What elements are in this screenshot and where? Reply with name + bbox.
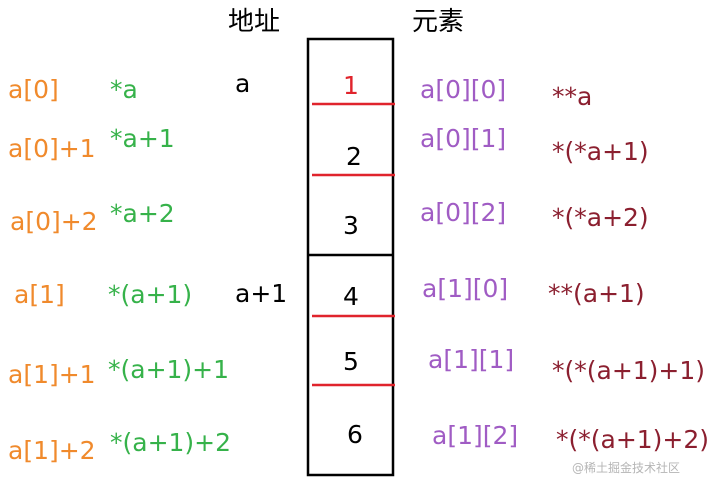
element-index-label: a[1][1]	[428, 345, 515, 374]
element-deref-label: *(*(a+1)+1)	[552, 356, 706, 385]
element-index-label: a[0][2]	[420, 198, 507, 227]
element-deref-label: *(*a+2)	[552, 203, 649, 232]
array-pointer-label: a	[235, 69, 251, 98]
deref-pointer-label: *(a+1)+2	[110, 428, 232, 457]
element-deref-label: **a	[552, 82, 593, 111]
element-value: 6	[347, 420, 363, 449]
element-value: 2	[346, 142, 362, 171]
element-index-label: a[0][1]	[420, 124, 507, 153]
memory-column	[306, 37, 395, 477]
element-index-label: a[0][0]	[420, 75, 507, 104]
deref-pointer-label: *a	[110, 75, 138, 104]
row-pointer-label: a[1]+1	[8, 360, 96, 389]
element-header: 元素	[412, 7, 465, 37]
element-value: 3	[343, 211, 359, 240]
deref-pointer-label: *a+2	[110, 199, 175, 228]
row-pointer-label: a[0]	[8, 75, 59, 104]
row-pointer-label: a[0]+2	[10, 207, 98, 236]
row-pointer-label: a[0]+1	[8, 134, 96, 163]
element-index-label: a[1][0]	[422, 274, 509, 303]
element-value: 5	[343, 347, 359, 376]
element-index-label: a[1][2]	[432, 421, 519, 450]
row-pointer-label: a[1]	[14, 280, 65, 309]
deref-pointer-label: *(a+1)+1	[108, 355, 230, 384]
watermark: @稀土掘金技术社区	[572, 461, 681, 475]
element-deref-label: *(*a+1)	[552, 137, 649, 166]
deref-pointer-label: *(a+1)	[108, 280, 193, 309]
element-deref-label: **(a+1)	[548, 279, 645, 308]
element-value: 4	[343, 282, 359, 311]
array-pointer-label: a+1	[235, 279, 288, 308]
element-value: 1	[343, 71, 359, 100]
element-deref-label: *(*(a+1)+2)	[556, 425, 710, 454]
address-header: 地址	[228, 7, 281, 37]
deref-pointer-label: *a+1	[110, 124, 175, 153]
row-pointer-label: a[1]+2	[8, 436, 96, 465]
